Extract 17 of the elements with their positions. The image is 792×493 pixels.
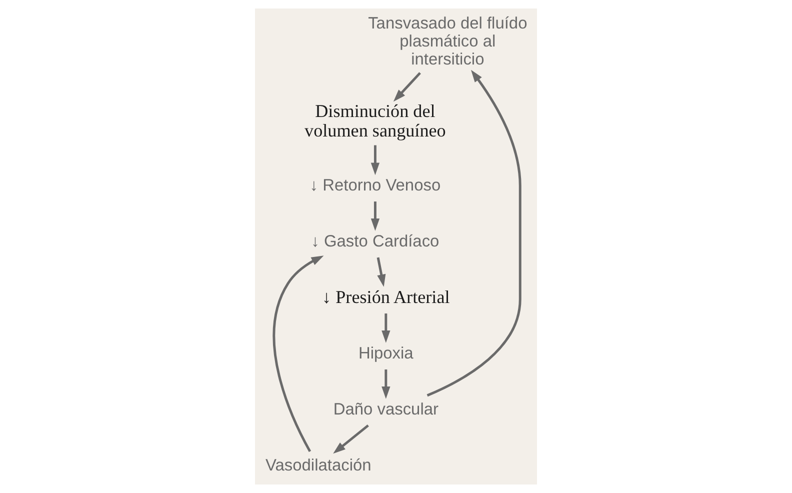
node-text: Daño vascular: [333, 400, 438, 418]
node-text: Disminución del volumen sanguíneo: [304, 100, 446, 141]
arrow: [376, 257, 386, 287]
node-text: ↓ Gasto Cardíaco: [311, 232, 440, 250]
arrow: [426, 70, 522, 397]
arrow: [333, 424, 369, 454]
arrow: [393, 72, 421, 102]
arrow: [370, 202, 380, 231]
arrow: [370, 145, 380, 176]
node-text: Hipoxia: [358, 344, 414, 362]
arrow: [382, 313, 390, 343]
node-text: ↓ Retorno Venoso: [310, 176, 441, 195]
node-text: Vasodilatación: [266, 456, 372, 474]
node-text: ↓ Presión Arterial: [322, 286, 450, 307]
node-text: Tansvasado del fluído plasmático al intersiticio: [368, 14, 528, 69]
arrow: [272, 256, 324, 452]
arrow: [382, 369, 390, 399]
